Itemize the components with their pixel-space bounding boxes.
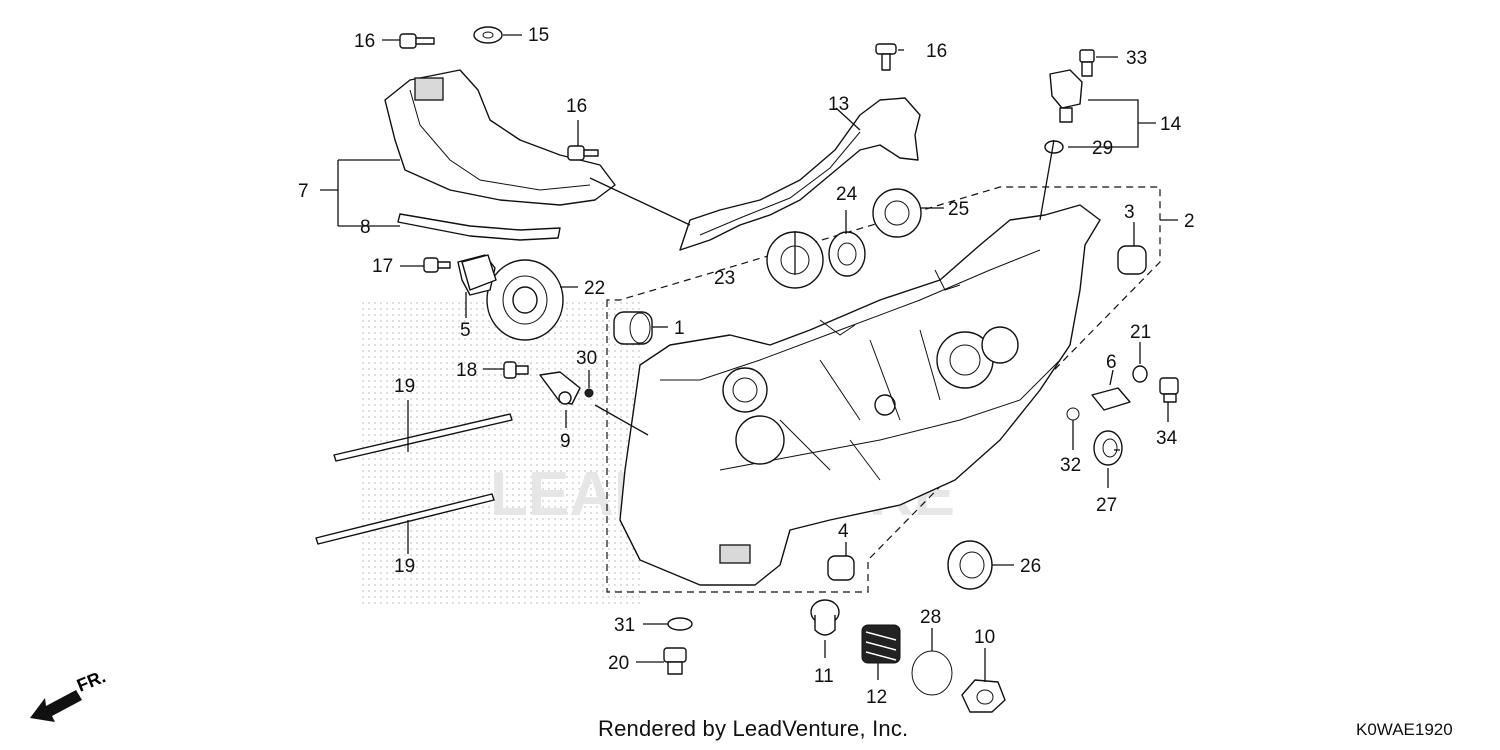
assembly-outline (606, 186, 1161, 593)
part-bearing-24 (828, 231, 866, 277)
callout-19: 19 (394, 556, 415, 577)
part-seal-26 (947, 540, 993, 590)
part-bearing-25 (872, 188, 922, 238)
callout-16: 16 (354, 31, 375, 52)
part-bolt-34 (1159, 377, 1179, 403)
callout-20: 20 (608, 653, 629, 674)
callout-9: 9 (560, 431, 571, 452)
part-stud-19a (333, 413, 513, 462)
part-bolt-18 (503, 361, 529, 379)
part-bolt-16a (399, 33, 435, 49)
callout-33: 33 (1126, 48, 1147, 69)
callout-14: 14 (1160, 114, 1182, 135)
diagram-code: K0WAE1920 (1356, 720, 1453, 739)
callout-24: 24 (836, 184, 858, 205)
callout-2: 2 (1184, 211, 1195, 232)
part-clip-32 (1066, 407, 1080, 421)
part-washer-21 (1132, 365, 1148, 383)
part-strainer-11 (810, 599, 840, 636)
part-stud-19b (315, 493, 495, 545)
rendered-by-credit: Rendered by LeadVenture, Inc. (598, 716, 909, 741)
part-cap-10 (961, 679, 1006, 713)
part-dowel-1 (613, 311, 653, 345)
callout-12: 12 (866, 687, 887, 708)
callout-4: 4 (838, 521, 849, 542)
callout-21: 21 (1130, 322, 1151, 343)
callout-17: 17 (372, 256, 393, 277)
part-dowel-3 (1117, 245, 1147, 275)
callout-labels: 16 15 16 16 33 13 14 29 7 8 17 5 22 18 3… (298, 25, 1195, 708)
leader-lines (320, 34, 1178, 682)
callout-18: 18 (456, 360, 477, 381)
callout-3: 3 (1124, 202, 1135, 223)
callout-34: 34 (1156, 428, 1178, 449)
callout-28: 28 (920, 607, 941, 628)
part-seal-27 (1093, 430, 1123, 466)
part-dowel-4 (827, 555, 855, 581)
callout-10: 10 (974, 627, 995, 648)
part-bolt-33 (1079, 49, 1095, 77)
front-indicator: FR. (30, 666, 108, 722)
arrow-front-icon (30, 690, 82, 722)
part-spring-12 (861, 624, 901, 664)
part-washer-31 (667, 617, 693, 631)
part-bracket (679, 97, 921, 251)
callout-5: 5 (460, 320, 471, 341)
callout-22: 22 (584, 278, 605, 299)
part-oring-28 (911, 650, 953, 696)
part-bolt-20 (663, 647, 687, 675)
callout-25: 25 (948, 199, 969, 220)
callout-30: 30 (576, 348, 597, 369)
callout-16: 16 (566, 96, 587, 117)
callout-16: 16 (926, 41, 947, 62)
callout-19: 19 (394, 376, 415, 397)
callout-29: 29 (1092, 138, 1113, 159)
callout-15: 15 (528, 25, 549, 46)
part-washer-15 (473, 26, 503, 44)
part-plate-5 (461, 254, 497, 291)
callout-27: 27 (1096, 495, 1117, 516)
part-sensor-14 (1049, 69, 1083, 123)
front-label: FR. (74, 666, 108, 695)
callout-26: 26 (1020, 556, 1041, 577)
callout-7: 7 (298, 181, 309, 202)
part-stopper-9 (539, 371, 581, 405)
callout-31: 31 (614, 615, 635, 636)
callout-6: 6 (1106, 352, 1117, 373)
part-bolt-16c (875, 43, 897, 71)
callout-32: 32 (1060, 455, 1081, 476)
callout-23: 23 (714, 268, 735, 289)
part-bolt-16b (567, 145, 599, 161)
callout-8: 8 (360, 217, 371, 238)
part-oil-plug-6 (1091, 387, 1131, 411)
part-cover (384, 69, 616, 241)
part-washer-30 (584, 388, 594, 398)
part-crankcase (619, 204, 1101, 586)
callout-1: 1 (674, 318, 685, 339)
callout-11: 11 (814, 666, 834, 687)
callout-13: 13 (828, 94, 849, 115)
part-bolt-17 (423, 257, 451, 273)
